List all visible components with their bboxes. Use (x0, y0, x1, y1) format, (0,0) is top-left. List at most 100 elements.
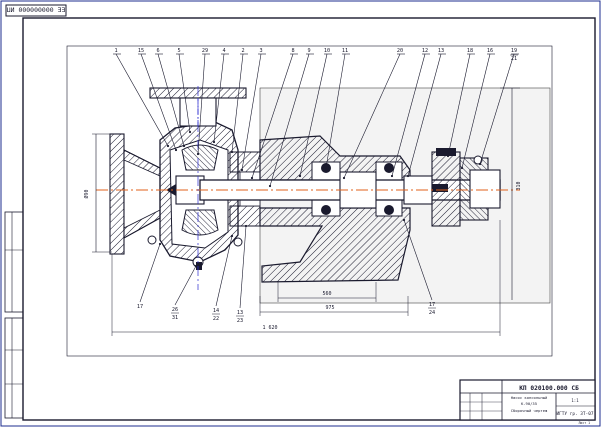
callout-top-leader (269, 53, 310, 187)
callout-top-leader (461, 53, 491, 169)
dim-left-text: Ø90 (83, 189, 90, 198)
callout-top-sub: 21 (511, 56, 517, 62)
callout-bottom-number: 17 (429, 302, 435, 308)
callouts-bottom: 17 26 31 14 22 13 23 17 24 (137, 218, 436, 324)
suction-inlet (109, 133, 161, 255)
callout-top-dot (230, 150, 234, 154)
drawing-scale: 1:1 (571, 398, 579, 403)
callout-top-number: 29 (202, 48, 208, 54)
callout-top-dot (212, 140, 216, 144)
sheet-number: Лист 1 (578, 421, 590, 425)
callout-top-number: 1 (114, 48, 117, 54)
callout-bottom-number: 17 (137, 304, 143, 310)
callout-bottom-leader (239, 225, 247, 309)
code-box (5, 4, 67, 17)
title-block (459, 379, 596, 421)
callout-top-leader (447, 53, 471, 157)
callout-bottom-leader (403, 219, 433, 301)
callout-top-dot (196, 152, 200, 156)
callout-top-dot (240, 168, 244, 172)
callout-top-leader (479, 53, 515, 165)
callout-top-dot (268, 184, 272, 188)
callout-bottom-sub: 23 (237, 318, 243, 324)
callout-top-leader (241, 53, 262, 171)
callout-top-number: 9 (307, 48, 310, 54)
callout-top-number: 12 (422, 48, 428, 54)
callout-top-leader (391, 53, 426, 177)
callout-top-number: 11 (342, 48, 348, 54)
callout-top-dot (182, 144, 186, 148)
callout-top-number: 4 (222, 48, 225, 54)
callout-bottom-leader (215, 235, 233, 307)
dim-lower-2-text: 975 (325, 305, 334, 311)
callout-top-dot (166, 144, 170, 148)
title-line-3: Сборочный чертеж (511, 408, 548, 413)
callout-top-leader (251, 53, 294, 179)
callout-bottom-number: 13 (237, 310, 243, 316)
callout-top-dot (298, 174, 302, 178)
callout-top-number: 15 (138, 48, 144, 54)
callout-top-number: 10 (324, 48, 330, 54)
dimension-lower-2 (259, 296, 409, 316)
callout-top-number: 20 (397, 48, 403, 54)
callout-top-dot (446, 154, 450, 158)
dim-overall-text: 1 620 (262, 325, 277, 331)
callout-top-dot (174, 148, 178, 152)
title-line-2: К-90/35 (521, 401, 537, 406)
callout-top-dot (406, 174, 410, 178)
drawing-designation: КП 020100.000 СБ (519, 385, 579, 392)
coupling (431, 148, 501, 227)
callout-bottom-number: 14 (213, 308, 219, 314)
dim-lower-1-text: 560 (322, 291, 331, 297)
callout-bottom-dot (402, 218, 406, 222)
view-border (66, 45, 553, 357)
callout-top-leader (231, 53, 244, 153)
callout-bottom-dot (244, 224, 248, 228)
callout-top-leader (197, 53, 206, 155)
callout-bottom-leader (174, 265, 197, 306)
left-stamp (4, 211, 24, 419)
callout-bottom-dot (158, 242, 162, 246)
casing-bolts (147, 235, 243, 270)
callout-bottom-leader (139, 243, 161, 303)
callout-bottom-dot (230, 234, 234, 238)
callout-bottom-sub: 22 (213, 316, 219, 322)
callout-top-number: 6 (156, 48, 159, 54)
callout-top-dot (324, 166, 328, 170)
callout-top-number: 19 (511, 48, 517, 54)
code-text: ЕЕ 000000000 ИП (7, 6, 66, 14)
bearing-bracket (259, 135, 411, 283)
callout-top-number: 13 (438, 48, 444, 54)
callout-top-number: 8 (291, 48, 294, 54)
callout-top-leader (115, 53, 169, 147)
callout-top-leader (299, 53, 328, 177)
dimension-overall (111, 220, 501, 336)
callout-top-leader (178, 53, 191, 133)
callout-top-dot (250, 176, 254, 180)
callout-top-dot (390, 174, 394, 178)
callout-bottom-sub: 24 (429, 310, 435, 316)
callout-bottom-number: 26 (172, 307, 178, 313)
callout-top-leader (140, 53, 177, 151)
callout-top-dot (188, 130, 192, 134)
title-line-1: Насос консольный (511, 395, 548, 400)
callout-top-dot (460, 166, 464, 170)
callout-top-leader (213, 53, 225, 143)
callout-bottom-sub: 31 (172, 315, 178, 321)
dim-right-text: 310 (516, 181, 522, 190)
dimension-lower-1 (277, 282, 377, 302)
callout-top-number: 18 (467, 48, 473, 54)
callout-top-number: 16 (487, 48, 493, 54)
callout-top-dot (342, 176, 346, 180)
org-text: ИГТУ гр. ЗТ-07 (556, 411, 593, 417)
impeller (166, 144, 219, 236)
callout-top-number: 2 (241, 48, 244, 54)
callout-top-leader (343, 53, 401, 179)
callout-top-leader (325, 53, 346, 169)
callout-top-dot (478, 162, 482, 166)
callout-bottom-dot (194, 264, 198, 268)
callout-top-leader (157, 53, 185, 147)
